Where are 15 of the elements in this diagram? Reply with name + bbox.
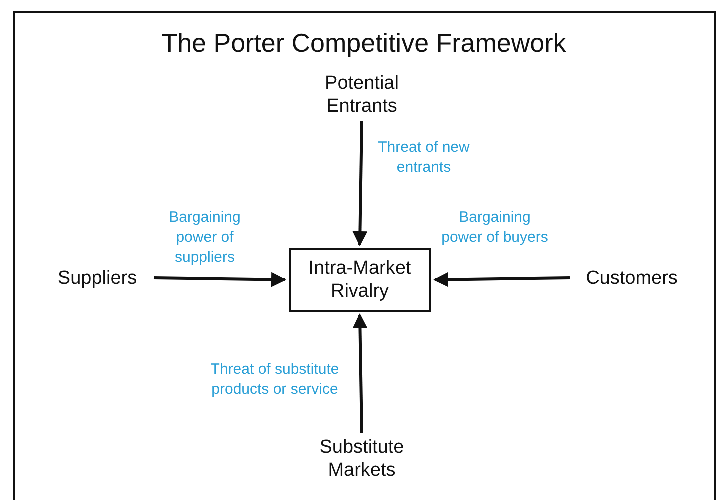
box-text: Intra-Market Rivalry — [308, 257, 412, 303]
arrow — [154, 272, 286, 288]
edge-label: Bargaining power of suppliers — [168, 208, 242, 268]
node-label: Potential Entrants — [300, 72, 424, 118]
edge-label: Threat of new entrants — [377, 138, 471, 178]
diagram-title: The Porter Competitive Framework — [160, 28, 568, 59]
edge-label: Threat of substitute products or service — [210, 360, 340, 400]
arrow — [352, 120, 368, 246]
node-label: Suppliers — [45, 265, 150, 291]
arrow — [434, 272, 570, 288]
node-label: Customers — [574, 265, 690, 291]
node-label: Substitute Markets — [300, 436, 424, 482]
edge-label: Bargaining power of buyers — [440, 208, 550, 248]
process-box — [289, 248, 431, 312]
arrow — [352, 314, 368, 434]
